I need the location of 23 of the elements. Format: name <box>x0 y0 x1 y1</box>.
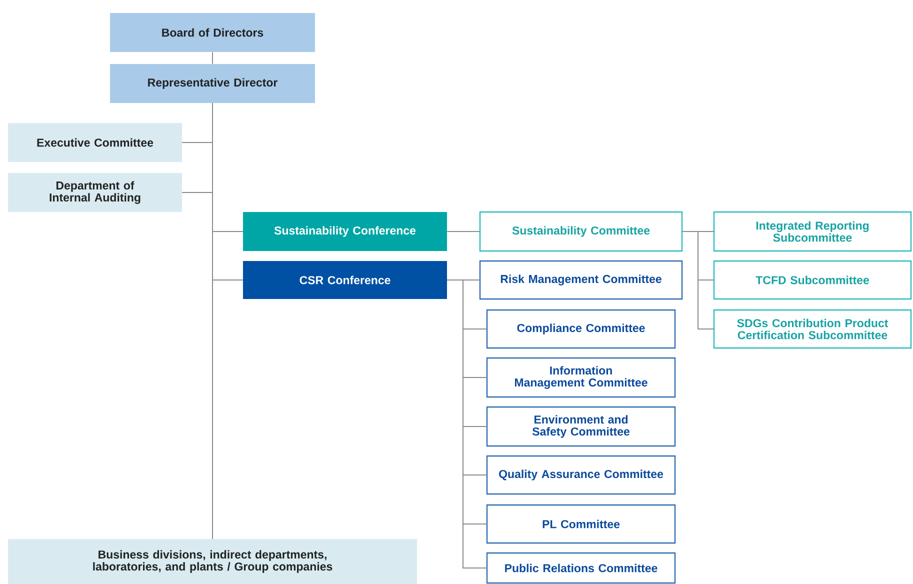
conference-box: Sustainability Conference <box>243 212 447 251</box>
connector-line <box>446 231 480 232</box>
department-box: Business divisions, indirect departments, laboratories, and plants / Group companies <box>8 539 417 584</box>
committee-box: PL Committee <box>486 504 676 544</box>
committee-box: Quality Assurance Committee <box>486 455 676 495</box>
department-box: Department of Internal Auditing <box>8 173 182 212</box>
director-box: Board of Directors <box>110 13 315 52</box>
connector-line <box>212 102 213 540</box>
conference-box: CSR Conference <box>243 261 447 299</box>
connector-line <box>212 52 213 64</box>
connector-line <box>446 280 488 568</box>
committee-box: Information Management Committee <box>486 357 676 398</box>
connector-line <box>682 231 714 330</box>
committee-box: Sustainability Committee <box>479 211 683 252</box>
committee-box: Integrated Reporting Subcommittee <box>713 211 912 252</box>
committee-box: SDGs Contribution Product Certification Subcommittee <box>713 309 912 349</box>
committee-box: Compliance Committee <box>486 309 676 349</box>
committee-box: TCFD Subcommittee <box>713 260 912 300</box>
committee-box: Public Relations Committee <box>486 552 676 584</box>
committee-box: Environment and Safety Committee <box>486 406 676 447</box>
department-box: Executive Committee <box>8 123 182 162</box>
committee-box: Risk Management Committee <box>479 260 683 300</box>
director-box: Representative Director <box>110 64 315 103</box>
